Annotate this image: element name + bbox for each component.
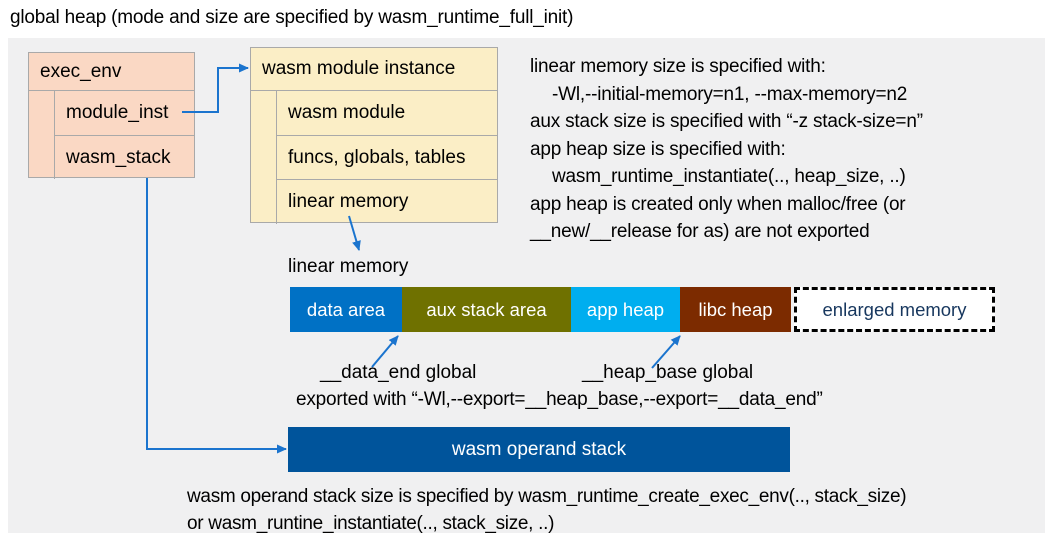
data-end-global-label: __data_end global	[320, 362, 477, 383]
linker-notes: linear memory size is specified with: -W…	[530, 53, 923, 246]
note-line: linear memory size is specified with:	[530, 56, 826, 77]
wasm-module-instance-box: wasm module instance wasm module funcs, …	[250, 47, 498, 224]
exec-env-header: exec_env	[29, 53, 194, 91]
note-line: wasm_runtime_instantiate(.., heap_size, …	[552, 166, 906, 187]
segment-aux-stack-area: aux stack area	[402, 287, 571, 332]
segment-enlarged-memory: enlarged memory	[794, 287, 995, 332]
export-flags-label: exported with “-Wl,--export=__heap_base,…	[296, 389, 823, 410]
footer-notes: wasm operand stack size is specified by …	[187, 483, 907, 537]
note-line: app heap size is specified with:	[530, 138, 786, 160]
wasm-operand-stack-label: wasm operand stack	[451, 438, 627, 460]
instance-row-funcs-globals-tables: funcs, globals, tables	[276, 135, 497, 179]
wasm-operand-stack-bar: wasm operand stack	[288, 427, 790, 472]
note-line: app heap is created only when malloc/fre…	[530, 193, 906, 215]
instance-row-linear-memory: linear memory	[276, 179, 497, 224]
note-line: aux stack size is specified with “-z sta…	[530, 111, 923, 132]
linear-memory-label: linear memory	[288, 256, 409, 277]
note-line: __new/__release for as) are not exported	[530, 221, 870, 242]
diagram-title: global heap (mode and size are specified…	[10, 7, 574, 28]
wasm-module-instance-header: wasm module instance	[251, 48, 497, 91]
footer-line: or wasm_runtine_instantiate(.., stack_si…	[187, 513, 555, 534]
note-line: -Wl,--initial-memory=n1, --max-memory=n2	[552, 83, 908, 105]
linear-memory-bar: data area aux stack area app heap libc h…	[290, 287, 995, 332]
segment-libc-heap: libc heap	[680, 287, 791, 332]
segment-app-heap: app heap	[571, 287, 680, 332]
exec-env-box: exec_env module_inst wasm_stack	[28, 52, 195, 179]
heap-base-global-label: __heap_base global	[582, 362, 754, 383]
segment-data-area: data area	[290, 287, 402, 332]
exec-env-row-wasm-stack: wasm_stack	[54, 135, 194, 179]
footer-line: wasm operand stack size is specified by …	[187, 486, 907, 507]
exec-env-row-module-inst: module_inst	[54, 91, 194, 135]
diagram-panel: exec_env module_inst wasm_stack wasm mod…	[8, 38, 1045, 534]
instance-row-wasm-module: wasm module	[276, 91, 497, 135]
